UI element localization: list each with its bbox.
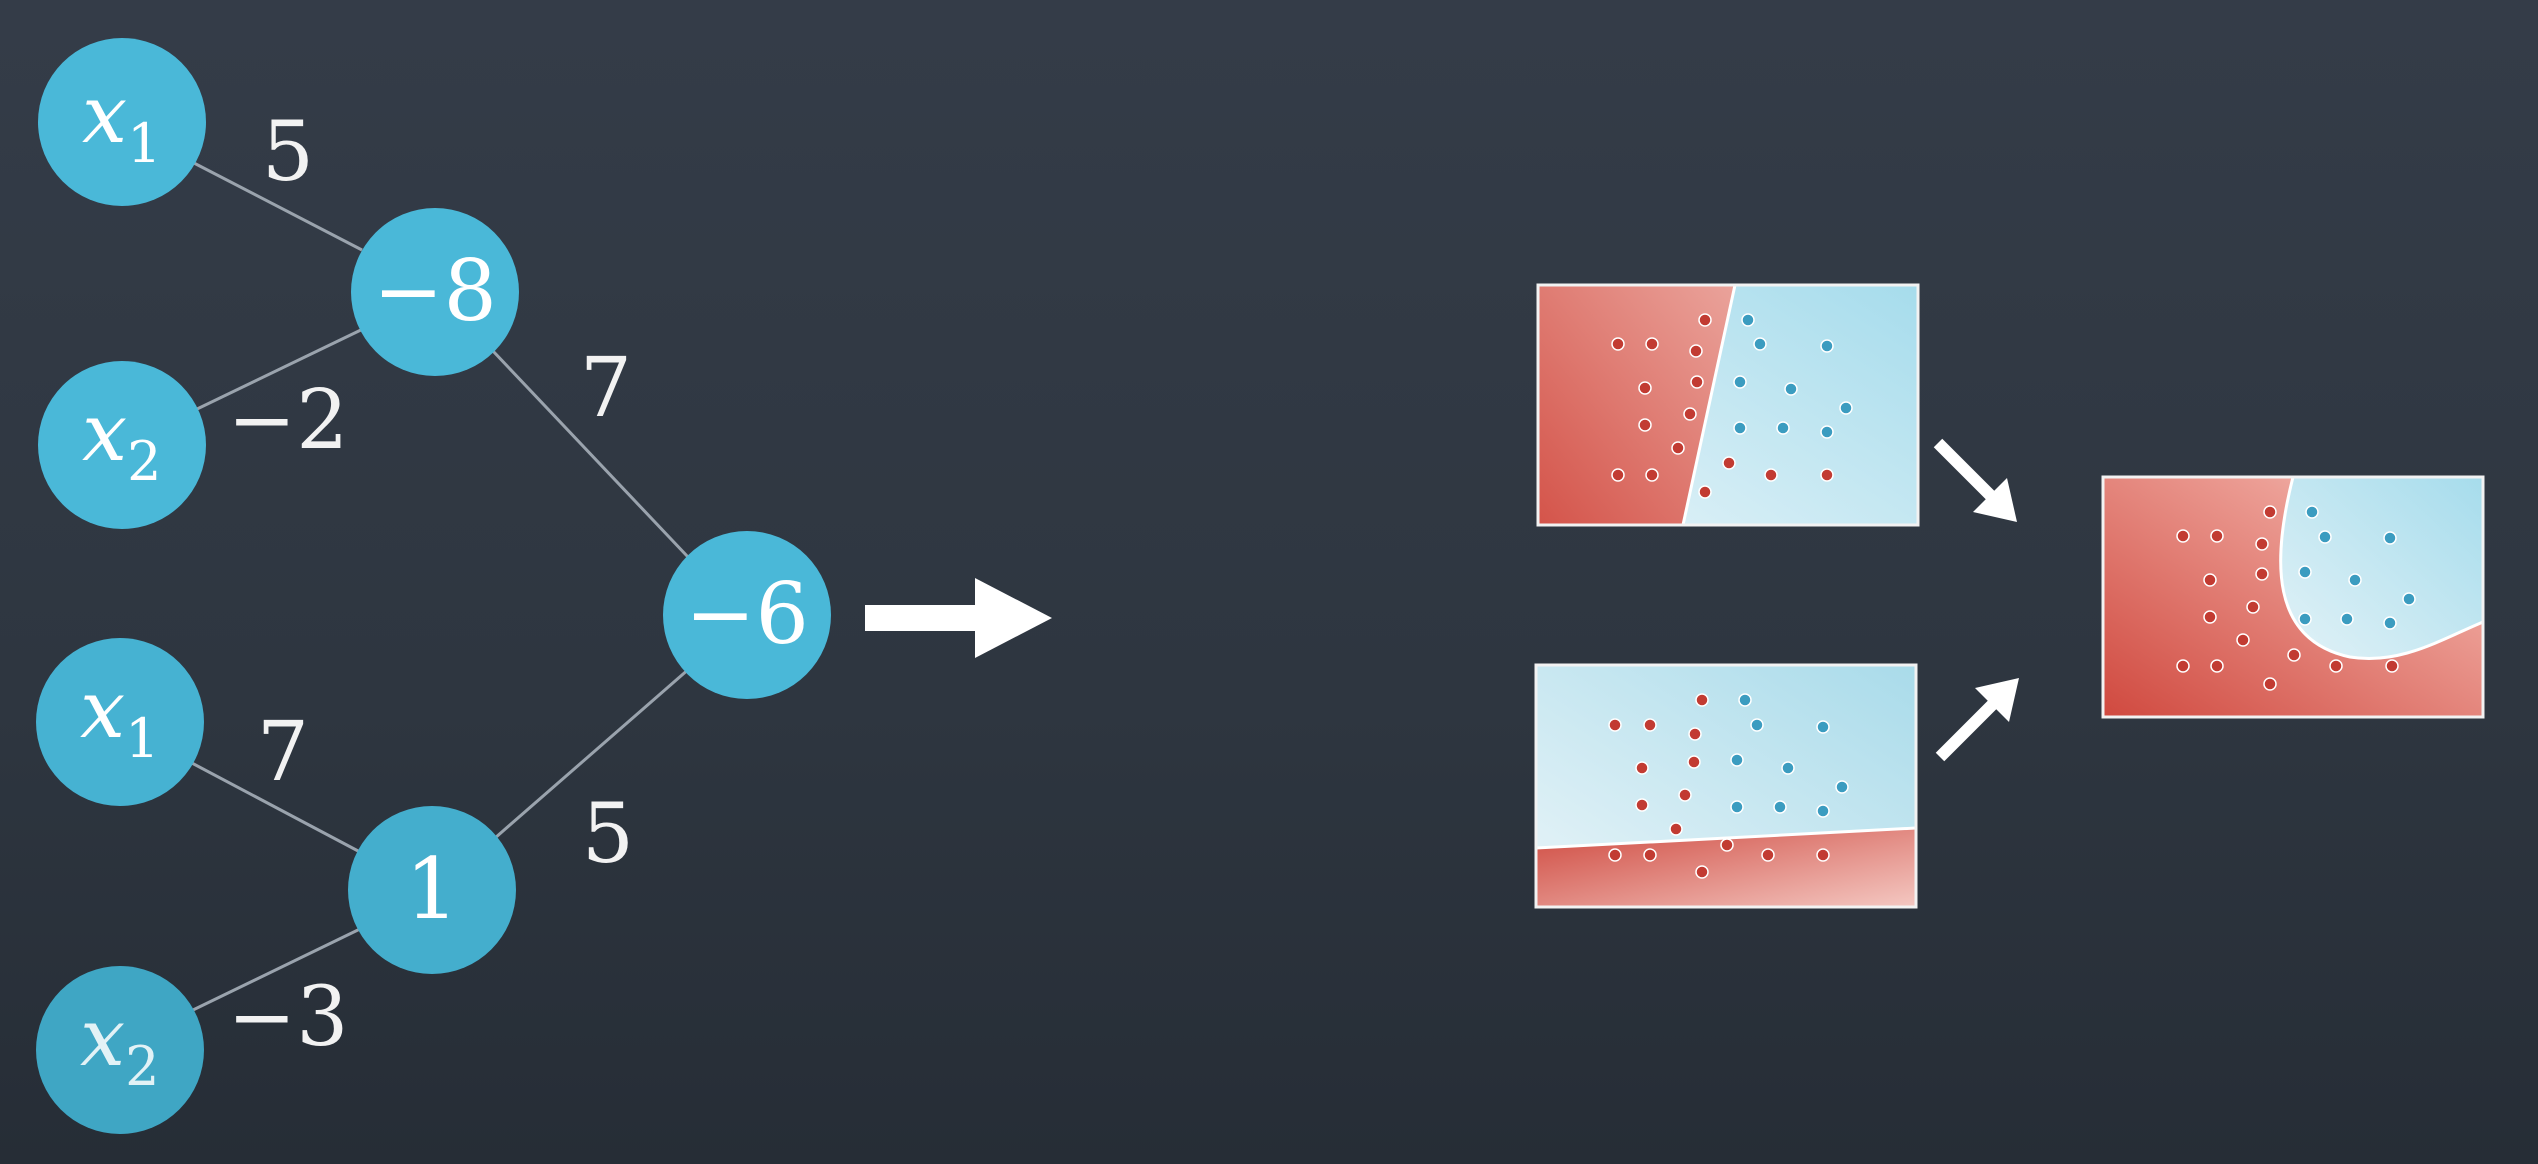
svg-text:x2: x2 [80, 991, 159, 1098]
right-arrow-icon [865, 578, 1052, 658]
svg-text:x2: x2 [82, 386, 161, 493]
svg-text:x1: x1 [80, 663, 159, 770]
edge-h1-out [490, 348, 690, 559]
edge-x1-h1 [191, 160, 363, 252]
down-right-arrow-icon [1933, 438, 2017, 522]
weight-label: −2 [228, 373, 349, 468]
input-node-x2-top: x2 [38, 361, 206, 529]
classifier-panel-linear-1 [1536, 283, 1920, 527]
input-node-sub: 2 [125, 1035, 159, 1098]
edge-x2-h2 [192, 926, 363, 1012]
input-node-x1-top: x1 [38, 38, 206, 206]
svg-text:x1: x1 [82, 68, 161, 175]
weight-label: 7 [257, 705, 309, 800]
output-node: −6 [663, 531, 831, 699]
network-edges [189, 160, 691, 1012]
red-points [2176, 505, 2399, 691]
weight-label: −3 [228, 970, 349, 1065]
blue-points [2298, 505, 2416, 630]
input-node-var: x [80, 991, 125, 1084]
hidden-node-value: −8 [373, 242, 497, 340]
input-node-x2-bottom: x2 [36, 966, 204, 1134]
classifier-panel-linear-2 [1534, 663, 1918, 909]
edge-h2-out [494, 666, 691, 840]
blue-points [1733, 313, 1853, 439]
input-node-x1-bottom: x1 [36, 638, 204, 806]
input-node-var: x [82, 386, 127, 479]
input-node-sub: 1 [125, 707, 159, 770]
edge-x2-h1 [194, 326, 366, 412]
output-node-value: −6 [685, 565, 809, 663]
up-right-arrow-icon [1935, 678, 2019, 762]
weight-label: 5 [262, 105, 314, 200]
weight-label: 7 [580, 341, 632, 436]
classifier-panel-combined [2101, 475, 2485, 719]
weight-label: 5 [582, 787, 634, 882]
edge-x1-h2 [189, 760, 361, 854]
blue-points [1730, 693, 1849, 818]
input-node-sub: 2 [127, 430, 161, 493]
input-node-sub: 1 [127, 112, 161, 175]
hidden-node-2: 1 [348, 806, 516, 974]
input-node-var: x [80, 663, 125, 756]
input-node-var: x [82, 68, 127, 161]
hidden-node-1: −8 [351, 208, 519, 376]
red-points [1611, 313, 1834, 499]
red-points [1608, 693, 1830, 879]
hidden-node-value: 1 [405, 840, 458, 938]
